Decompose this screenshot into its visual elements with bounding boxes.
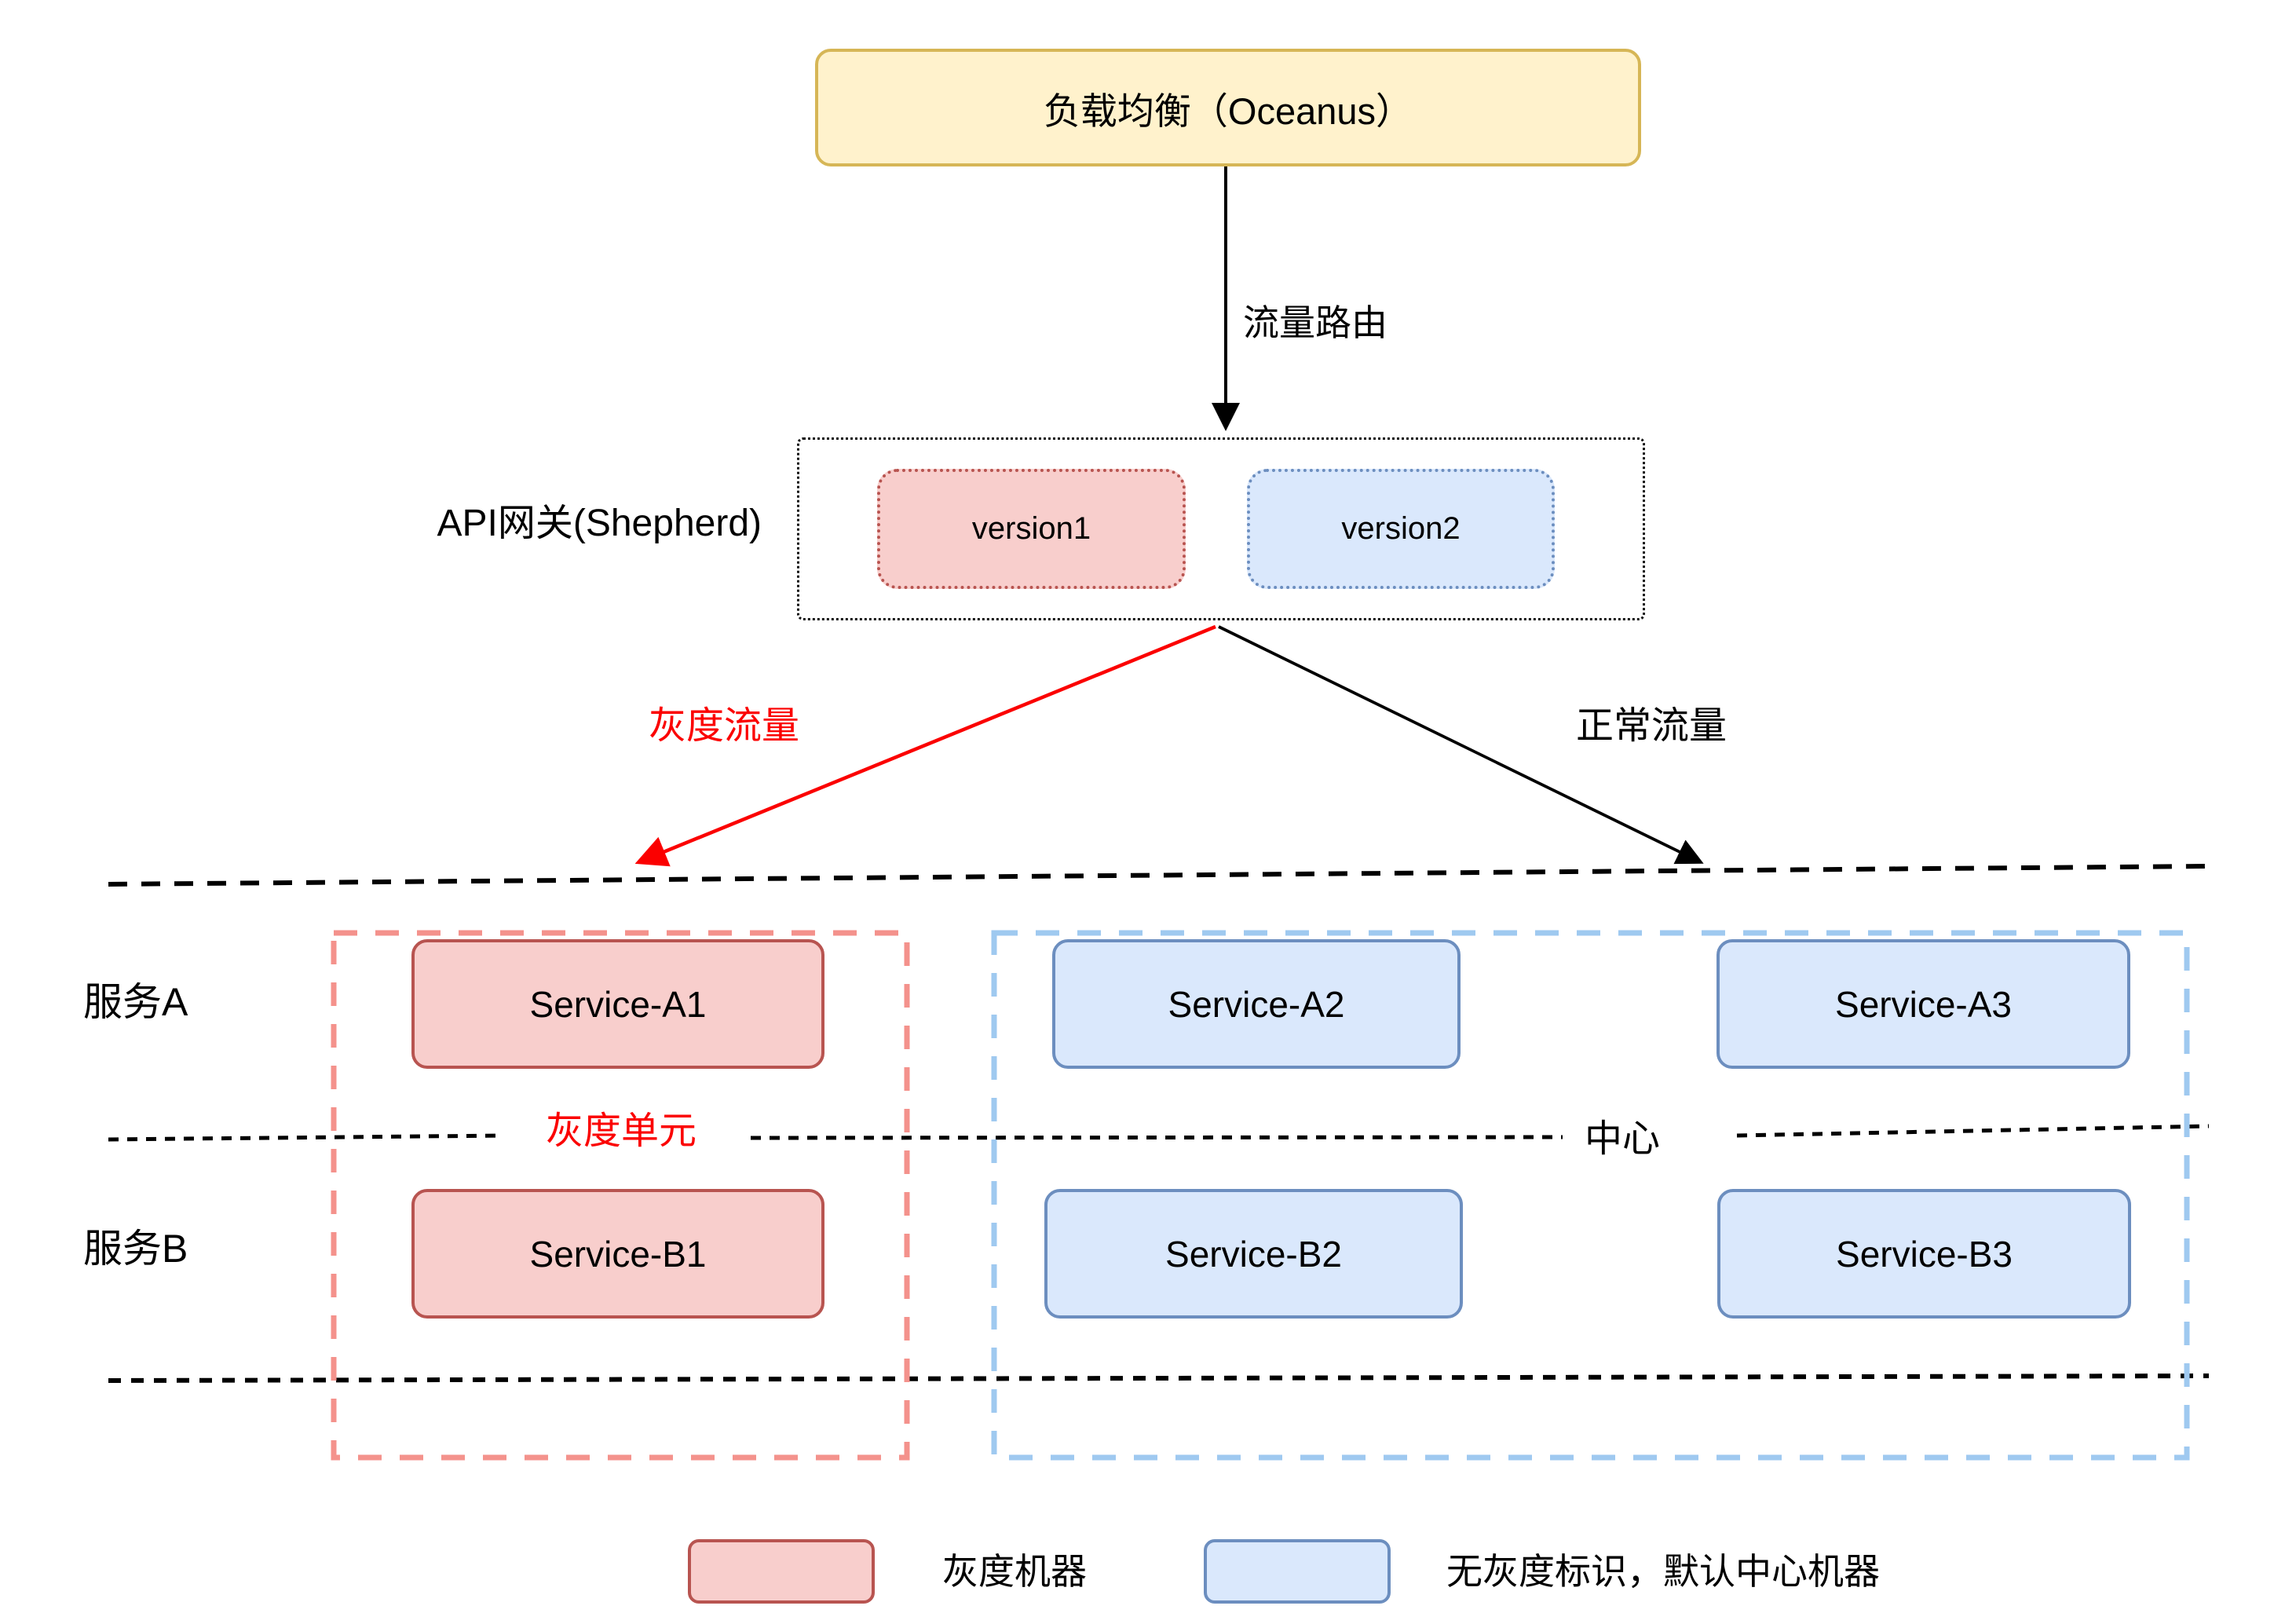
gray-unit-box — [331, 930, 910, 1461]
normal-traffic-arrow — [1218, 625, 1704, 865]
center-label: 中心 — [1584, 1118, 1660, 1160]
tier-divider-middle-left — [108, 1133, 503, 1142]
tier-divider-top — [108, 864, 2210, 887]
center-box — [991, 930, 2190, 1461]
gateway-version1-node: version1 — [877, 469, 1186, 589]
gateway-version2-node: version2 — [1247, 469, 1555, 589]
legend-gray-machine-label: 灰度机器 — [942, 1551, 1087, 1592]
legend-gray-machine-swatch — [688, 1539, 875, 1604]
legend-center-machine-swatch — [1204, 1539, 1391, 1604]
service-b2-node: Service-B2 — [1044, 1189, 1463, 1319]
gray-traffic-arrow — [634, 624, 1216, 867]
legend-center-machine-label: 无灰度标识，默认中心机器 — [1446, 1551, 1880, 1592]
api-gateway-label: API网关(Shepherd) — [437, 503, 762, 544]
gray-unit-label: 灰度单元 — [545, 1110, 696, 1152]
row-label-service-a: 服务A — [83, 980, 188, 1024]
service-b3-node: Service-B3 — [1717, 1189, 2131, 1319]
tier-divider-middle-center — [750, 1135, 1563, 1140]
service-b1-node: Service-B1 — [411, 1189, 824, 1319]
gray-traffic-label: 灰度流量 — [648, 705, 799, 747]
api-gateway-group — [797, 437, 1645, 620]
normal-traffic-label: 正常流量 — [1575, 705, 1727, 747]
tier-divider-middle-right — [1736, 1124, 2210, 1138]
row-label-service-b: 服务B — [83, 1227, 188, 1271]
service-a1-node: Service-A1 — [411, 939, 824, 1069]
service-a3-node: Service-A3 — [1717, 939, 2130, 1069]
traffic-route-label: 流量路由 — [1243, 302, 1387, 343]
tier-divider-bottom — [108, 1373, 2210, 1383]
service-a2-node: Service-A2 — [1052, 939, 1461, 1069]
load-balancer-node: 负载均衡（Oceanus） — [815, 49, 1641, 166]
